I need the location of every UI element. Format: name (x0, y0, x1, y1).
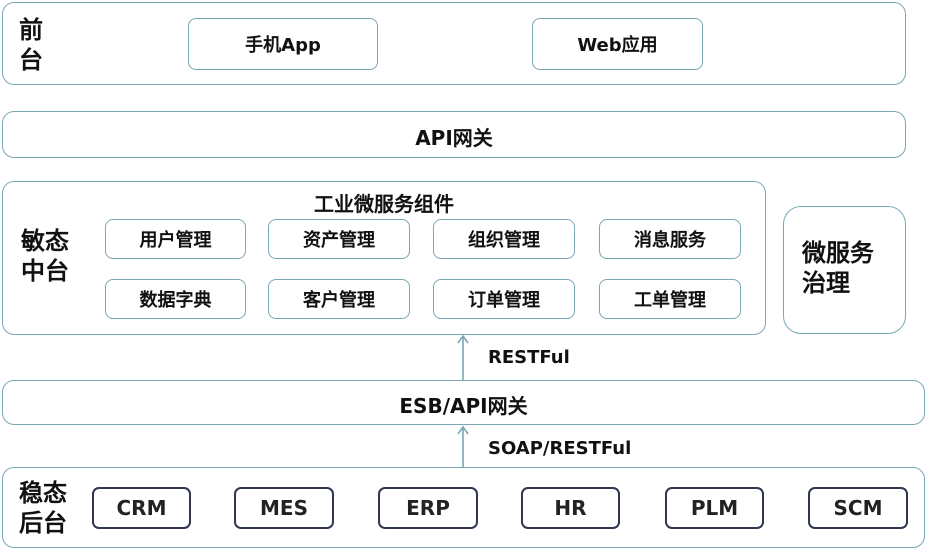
microservice-components-title: 工业微服务组件 (314, 192, 454, 216)
component-org-management[interactable]: 组织管理 (433, 219, 575, 259)
component-asset-management[interactable]: 资产管理 (268, 219, 410, 259)
component-message-service[interactable]: 消息服务 (599, 219, 741, 259)
soap-restful-label: SOAP/RESTFul (488, 438, 632, 459)
system-erp[interactable]: ERP (378, 487, 478, 529)
component-work-order-management[interactable]: 工单管理 (599, 279, 741, 319)
api-gateway-label: API网关 (415, 126, 493, 150)
soap-restful-arrow (457, 425, 469, 468)
stable-backend-layer: 稳态 后台 CRM MES ERP HR PLM SCM (2, 467, 925, 548)
stable-backend-label: 稳态 后台 (19, 479, 67, 537)
system-hr[interactable]: HR (521, 487, 620, 529)
mobile-app-box[interactable]: 手机App (188, 18, 378, 70)
component-data-dictionary[interactable]: 数据字典 (105, 279, 246, 319)
esb-gateway-layer: ESB/API网关 (2, 380, 925, 425)
system-crm[interactable]: CRM (92, 487, 191, 529)
microservice-governance[interactable]: 微服务 治理 (783, 206, 906, 334)
component-customer-management[interactable]: 客户管理 (268, 279, 410, 319)
web-app-box[interactable]: Web应用 (532, 18, 703, 70)
front-layer-label: 前 台 (19, 16, 43, 74)
esb-gateway-label: ESB/API网关 (399, 394, 528, 418)
restful-label: RESTFul (488, 347, 570, 368)
system-mes[interactable]: MES (234, 487, 334, 529)
restful-arrow (457, 334, 469, 380)
agile-platform-label: 敏态 中台 (21, 227, 69, 285)
system-scm[interactable]: SCM (808, 487, 908, 529)
api-gateway-layer: API网关 (2, 111, 906, 158)
agile-middle-platform: 敏态 中台 工业微服务组件 用户管理 资产管理 组织管理 消息服务 数据字典 客… (2, 181, 766, 335)
system-plm[interactable]: PLM (665, 487, 764, 529)
component-user-management[interactable]: 用户管理 (105, 219, 246, 259)
governance-label: 微服务 治理 (802, 239, 874, 297)
front-layer: 前 台 手机App Web应用 (2, 2, 906, 85)
component-order-management[interactable]: 订单管理 (433, 279, 575, 319)
